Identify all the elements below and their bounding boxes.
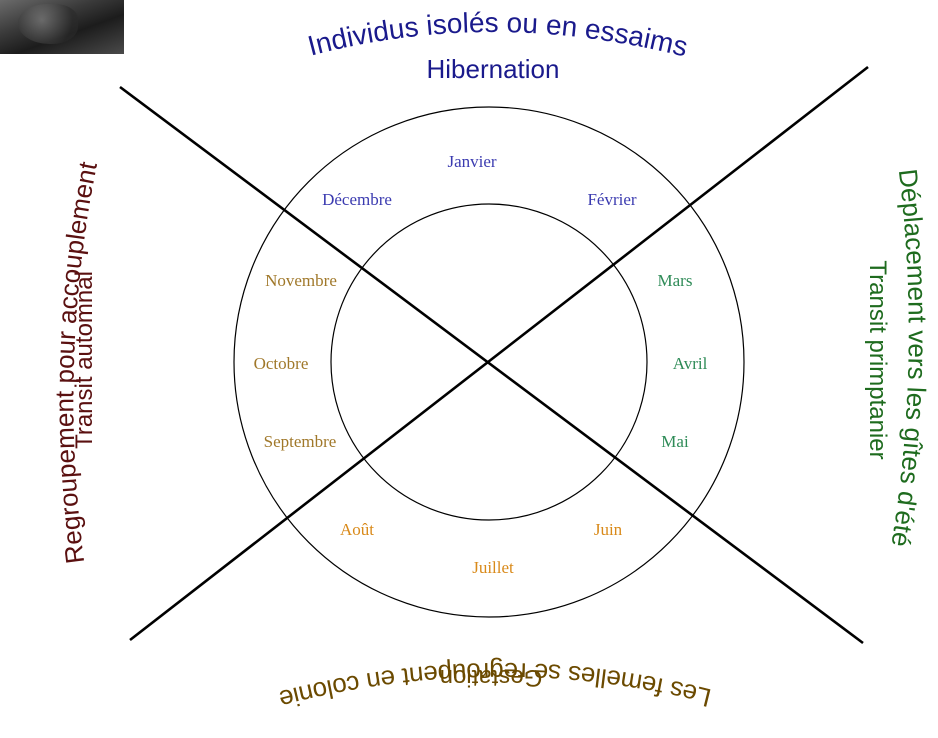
month-janvier: Janvier — [447, 152, 496, 171]
quadrant-left-subtitle: Transit automnal — [71, 271, 98, 449]
month-mars: Mars — [658, 271, 693, 290]
month-mai: Mai — [661, 432, 689, 451]
month-juillet: Juillet — [472, 558, 514, 577]
inner-circle — [330, 203, 648, 521]
month-decembre: Décembre — [322, 190, 392, 209]
month-novembre: Novembre — [265, 271, 337, 290]
diagonal-line-down — [119, 85, 864, 645]
quadrant-bottom-subtitle: Gestation — [440, 664, 543, 691]
outer-circle — [233, 106, 745, 618]
month-aout: Août — [340, 520, 374, 539]
quadrant-right-subtitle: Transit primptanier — [864, 260, 891, 459]
bat-photo — [0, 0, 124, 54]
diagonal-line-up — [129, 65, 869, 642]
quadrant-right-title: Déplacement vers les gîtes d'été — [885, 167, 932, 549]
quadrant-top-subtitle: Hibernation — [427, 54, 560, 84]
month-octobre: Octobre — [254, 354, 309, 373]
month-avril: Avril — [673, 354, 708, 373]
month-septembre: Septembre — [264, 432, 337, 451]
month-juin: Juin — [594, 520, 623, 539]
month-fevrier: Février — [587, 190, 636, 209]
